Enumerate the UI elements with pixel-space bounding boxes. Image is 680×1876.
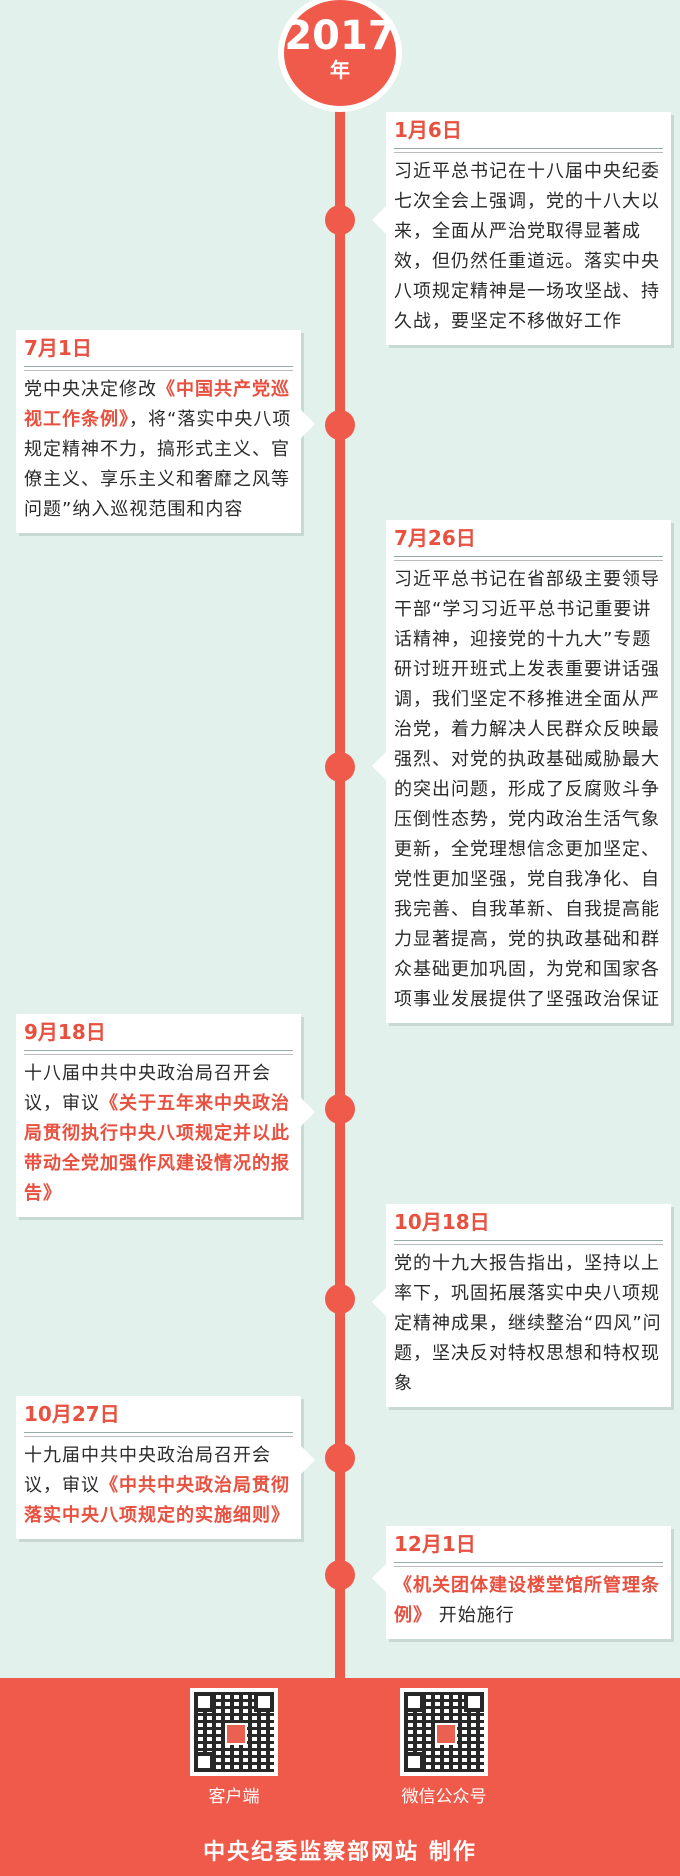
credit-text: 中央纪委监察部网站 制作 <box>203 1840 477 1865</box>
event-date: 7月26日 <box>394 526 663 557</box>
event-text: 党中央决定修改《中国共产党巡视工作条例》，将“落实中央八项规定精神不力，搞形式主… <box>24 375 293 525</box>
event-text-segment: 十九届中共中央政治局召开会议，审议 <box>24 1445 271 1496</box>
event-text-segment: ，将“落实中央八项规定精神不力，搞形式主义、官僚主义、享乐主义和奢靡之风等问题”… <box>24 409 292 520</box>
timeline-event: 7月26日 习近平总书记在省部级主要领导干部“学习习近平总书记重要讲话精神，迎接… <box>372 520 671 1023</box>
timeline-event: 10月27日 十九届中共中央政治局召开会议，审议《中共中央政治局贯彻落实中央八项… <box>16 1396 315 1539</box>
event-text: 十八届中共中央政治局召开会议，审议《关于五年来中央政治局贯彻执行中央八项规定并以… <box>24 1059 293 1209</box>
year-badge: 2017 年 <box>278 0 402 112</box>
highlighted-title: 《中国共产党巡视工作条例》 <box>24 379 290 430</box>
year-number: 2017 <box>284 13 396 59</box>
event-date: 10月27日 <box>24 1402 293 1433</box>
logo-icon <box>435 1723 457 1745</box>
event-date: 10月18日 <box>394 1210 663 1241</box>
event-text: 十九届中共中央政治局召开会议，审议《中共中央政治局贯彻落实中央八项规定的实施细则… <box>24 1441 293 1531</box>
event-text-segment: 习近平总书记在省部级主要领导干部“学习习近平总书记重要讲话精神，迎接党的十九大”… <box>394 569 660 1010</box>
timeline-event: 7月1日 党中央决定修改《中国共产党巡视工作条例》，将“落实中央八项规定精神不力… <box>16 330 315 533</box>
timeline-event: 10月18日 党的十九大报告指出，坚持以上率下，巩固拓展落实中央八项规定精神成果… <box>372 1204 671 1407</box>
event-date: 9月18日 <box>24 1020 293 1051</box>
event-date: 1月6日 <box>394 118 663 149</box>
event-text-segment: 开始施行 <box>432 1605 515 1626</box>
timeline-line <box>335 90 345 1680</box>
event-text-segment: 习近平总书记在十八届中央纪委七次全会上强调，党的十八大以来，全面从严治党取得显著… <box>394 161 660 332</box>
event-text-segment: 党的十九大报告指出，坚持以上率下，巩固拓展落实中央八项规定精神成果，继续整治“四… <box>394 1253 662 1394</box>
event-date: 7月1日 <box>24 336 293 367</box>
event-text: 习近平总书记在省部级主要领导干部“学习习近平总书记重要讲话精神，迎接党的十九大”… <box>394 565 663 1015</box>
event-text: 《机关团体建设楼堂馆所管理条例》 开始施行 <box>394 1571 663 1631</box>
qr-code-wechat[interactable] <box>400 1688 488 1776</box>
event-text: 党的十九大报告指出，坚持以上率下，巩固拓展落实中央八项规定精神成果，继续整治“四… <box>394 1249 663 1399</box>
timeline-dot <box>325 410 355 440</box>
timeline-dot <box>325 1560 355 1590</box>
timeline-dot <box>325 1443 355 1473</box>
highlighted-title: 《中共中央政治局贯彻落实中央八项规定的实施细则》 <box>24 1475 290 1526</box>
event-date: 12月1日 <box>394 1532 663 1563</box>
timeline-dot <box>325 205 355 235</box>
highlighted-title: 《关于五年来中央政治局贯彻执行中央八项规定并以此带动全党加强作风建设情况的报告》 <box>24 1093 290 1204</box>
qr-code-client[interactable] <box>190 1688 278 1776</box>
year-unit: 年 <box>330 58 350 82</box>
timeline-event: 12月1日 《机关团体建设楼堂馆所管理条例》 开始施行 <box>372 1526 671 1639</box>
timeline-dot <box>325 1094 355 1124</box>
event-text-segment: 十八届中共中央政治局召开会议，审议 <box>24 1063 271 1114</box>
timeline-event: 9月18日 十八届中共中央政治局召开会议，审议《关于五年来中央政治局贯彻执行中央… <box>16 1014 315 1217</box>
footer: 客户端 微信公众号 中央纪委监察部网站 制作 <box>0 1678 680 1876</box>
event-text: 习近平总书记在十八届中央纪委七次全会上强调，党的十八大以来，全面从严治党取得显著… <box>394 157 663 337</box>
timeline-event: 1月6日 习近平总书记在十八届中央纪委七次全会上强调，党的十八大以来，全面从严治… <box>372 112 671 345</box>
qr-label-wechat: 微信公众号 <box>401 1787 487 1807</box>
timeline-dot <box>325 1284 355 1314</box>
qr-label-client: 客户端 <box>208 1787 260 1807</box>
logo-icon <box>225 1723 247 1745</box>
event-text-segment: 党中央决定修改 <box>24 379 157 400</box>
timeline-dot <box>325 752 355 782</box>
highlighted-title: 《机关团体建设楼堂馆所管理条例》 <box>394 1575 660 1626</box>
